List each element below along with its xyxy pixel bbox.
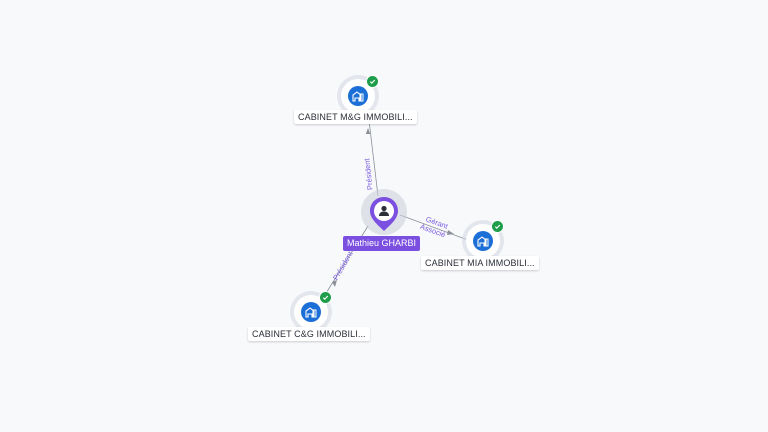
verified-icon bbox=[491, 220, 504, 233]
edge-arrow-mg bbox=[365, 128, 371, 134]
verified-icon bbox=[366, 75, 379, 88]
company-node-cg[interactable] bbox=[294, 291, 332, 329]
edge-label-president-mg: Président bbox=[362, 157, 374, 190]
edge-arrow-mia bbox=[447, 230, 454, 235]
company-node-mg[interactable] bbox=[341, 75, 379, 113]
user-icon bbox=[370, 197, 398, 231]
edge-gerant-mia bbox=[399, 214, 469, 241]
building-icon bbox=[348, 86, 368, 106]
company-label-mg[interactable]: CABINET M&G IMMOBILI... bbox=[294, 110, 417, 124]
company-label-mia[interactable]: CABINET MIA IMMOBILI... bbox=[421, 256, 539, 270]
edge-label-president-cg: Président bbox=[331, 249, 355, 282]
edge-president-mg bbox=[367, 111, 379, 197]
verified-icon bbox=[319, 291, 332, 304]
company-label-cg[interactable]: CABINET C&G IMMOBILI... bbox=[248, 327, 370, 341]
building-icon bbox=[301, 302, 321, 322]
person-label[interactable]: Mathieu GHARBI bbox=[343, 236, 421, 251]
building-icon bbox=[473, 231, 493, 251]
person-node[interactable] bbox=[368, 196, 400, 231]
edge-arrow-cg bbox=[332, 280, 337, 287]
company-node-mia[interactable] bbox=[466, 220, 504, 258]
